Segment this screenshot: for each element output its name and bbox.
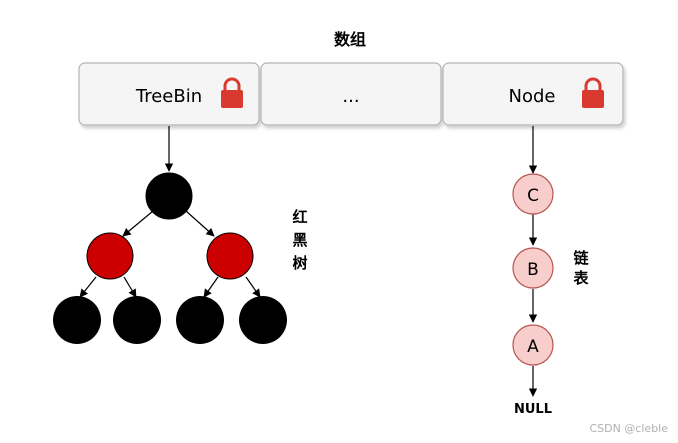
- list-node-label: A: [527, 337, 539, 357]
- null-label: NULL: [514, 402, 552, 417]
- tree-edges: [79, 126, 261, 298]
- tree-node-black: [239, 296, 287, 344]
- list-node: B: [512, 247, 554, 289]
- tree-node-black: [176, 296, 224, 344]
- tree-node-black: [53, 296, 101, 344]
- list-node: C: [512, 173, 554, 215]
- tree-node-red: [206, 232, 254, 280]
- array-cell-ellipsis: ...: [260, 62, 442, 126]
- list-label: 链 表: [573, 249, 589, 287]
- array-cell-treebin: TreeBin: [78, 62, 260, 126]
- array-cell-label: TreeBin: [135, 86, 202, 107]
- tree-label-char: 树: [292, 254, 307, 272]
- list-label-char: 链: [573, 249, 589, 267]
- list-node-label: B: [527, 260, 539, 280]
- linked-list: C B A: [512, 173, 554, 366]
- red-black-tree: [53, 172, 287, 344]
- tree-label-char: 黑: [292, 231, 307, 249]
- list-node-label: C: [527, 186, 539, 206]
- array-cell-label: ...: [342, 86, 359, 107]
- tree-node-red: [86, 232, 134, 280]
- list-label-char: 表: [573, 269, 589, 287]
- tree-label: 红 黑 树: [292, 208, 307, 272]
- tree-node-black: [113, 296, 161, 344]
- list-node: A: [512, 324, 554, 366]
- lock-icon: [582, 77, 604, 108]
- diagram-title: 数组: [334, 30, 366, 49]
- tree-label-char: 红: [292, 208, 307, 226]
- array-cell-label: Node: [509, 86, 556, 107]
- array-cell-node: Node: [442, 62, 624, 126]
- lock-icon: [221, 77, 243, 108]
- watermark: CSDN @cleble: [589, 422, 668, 435]
- tree-node-black: [145, 172, 193, 220]
